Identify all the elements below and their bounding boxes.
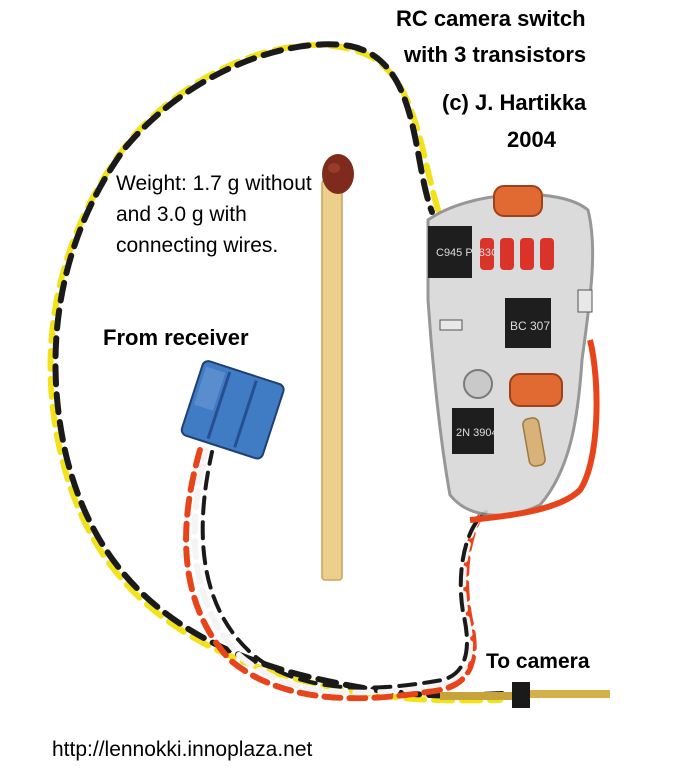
camera-plug [440, 682, 610, 708]
receiver-lead [183, 447, 493, 702]
title-line-2: with 3 transistors [404, 42, 587, 67]
transistor1-marking: C945 P183C [436, 247, 499, 259]
circuit-assembly: C945 P183C BC 307 2N 3904 [426, 185, 600, 523]
matchstick [321, 154, 354, 581]
blue-connector [180, 360, 285, 460]
from-receiver-label: From receiver [103, 325, 249, 350]
weight-note: Weight: 1.7 g without and 3.0 g with con… [116, 172, 312, 257]
transistor2-marking: BC 307 [510, 319, 550, 333]
to-camera-label: To camera [486, 650, 590, 673]
wire-black [52, 41, 505, 699]
transistor3-marking: 2N 3904 [456, 427, 498, 439]
title-line-1: RC camera switch [396, 6, 586, 31]
year: 2004 [507, 127, 556, 152]
copyright: (c) J. Hartikka [442, 90, 587, 115]
website-url: http://lennokki.innoplaza.net [52, 738, 313, 761]
